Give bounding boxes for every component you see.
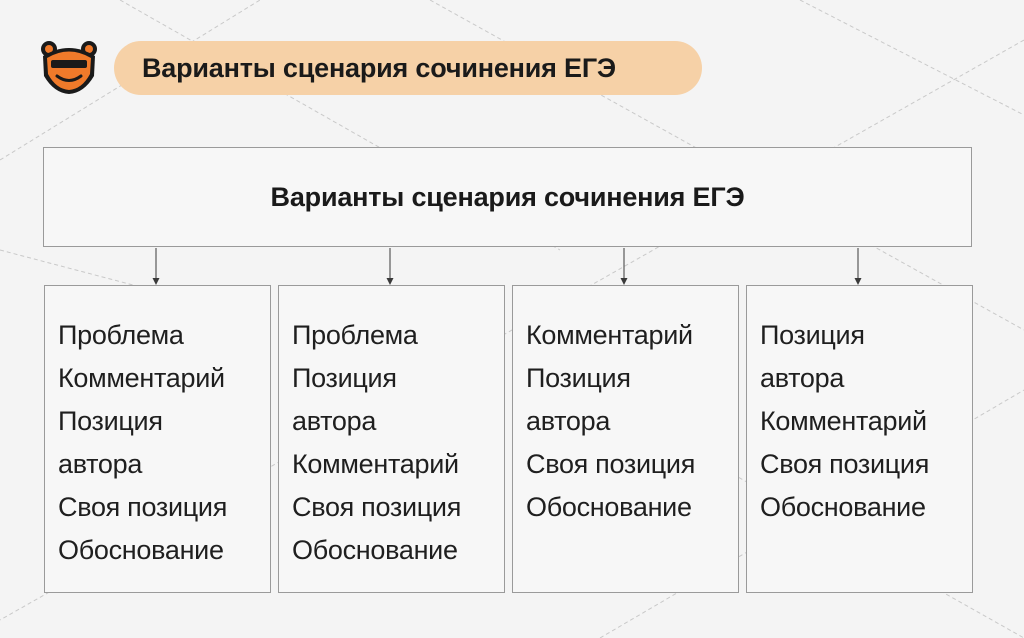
diagram-root-label: Варианты сценария сочинения ЕГЭ [270, 181, 745, 212]
scenario-4-line: Комментарий [760, 406, 927, 436]
scenario-1-line: Своя позиция [58, 492, 228, 522]
scenario-3-line: Комментарий [526, 320, 693, 350]
scenario-2-line: Комментарий [292, 449, 459, 479]
scenario-3-line: Обоснование [526, 492, 692, 522]
scenario-4-line: Обоснование [760, 492, 926, 522]
scenario-1-line: Комментарий [58, 363, 225, 393]
scenario-2-line: Своя позиция [292, 492, 462, 522]
scenario-3-line: Своя позиция [526, 449, 696, 479]
scenario-2-line: Обоснование [292, 535, 458, 565]
scenario-1-line: Проблема [58, 320, 184, 350]
scenario-4-line: Позиция [760, 320, 865, 350]
scenario-box-3: Комментарий Позиция автора Своя позиция … [512, 285, 739, 593]
scenario-box-2: Проблема Позиция автора Комментарий Своя… [278, 285, 505, 593]
scenario-1-line: Позиция [58, 406, 163, 436]
scenario-4-line: автора [760, 363, 845, 393]
header-title-pill: Варианты сценария сочинения ЕГЭ [114, 41, 702, 95]
scenario-box-1: Проблема Комментарий Позиция автора Своя… [44, 285, 271, 593]
scenario-1-line: Обоснование [58, 535, 224, 565]
scenario-3-line: Позиция [526, 363, 631, 393]
bear-head-icon [41, 41, 97, 94]
diagram-root-node: Варианты сценария сочинения ЕГЭ [43, 147, 972, 247]
scenario-2-line: автора [292, 406, 377, 436]
header-title: Варианты сценария сочинения ЕГЭ [142, 52, 616, 83]
scenario-2-line: Позиция [292, 363, 397, 393]
scenario-4-line: Своя позиция [760, 449, 930, 479]
scenario-1-line: автора [58, 449, 143, 479]
scenario-3-line: автора [526, 406, 611, 436]
scenario-2-line: Проблема [292, 320, 418, 350]
scenario-box-4: Позиция автора Комментарий Своя позиция … [746, 285, 973, 593]
